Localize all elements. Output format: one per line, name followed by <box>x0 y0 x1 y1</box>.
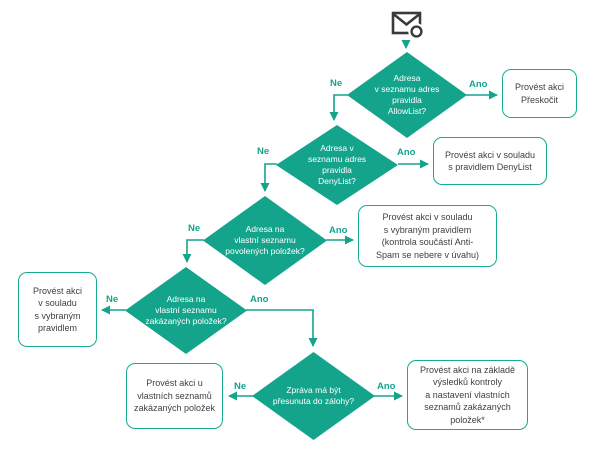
edge-label-custom-allow-no: Ne <box>188 223 201 234</box>
edge-label-custom-allow-yes: Ano <box>329 225 348 236</box>
edge-label-custom-deny-yes: Ano <box>250 294 269 305</box>
message-envelope-icon <box>390 10 428 49</box>
action-skip: Provést akci Přeskočit <box>502 69 577 118</box>
action-scan-result: Provést akci na základě výsledků kontrol… <box>407 360 528 430</box>
edge-label-backup-no: Ne <box>234 381 247 392</box>
edge-label-custom-deny-no: Ne <box>106 294 119 305</box>
connector-allowlist-no <box>329 94 348 121</box>
edge-label-backup-yes: Ano <box>377 381 396 392</box>
edge-label-denylist-yes: Ano <box>397 147 416 158</box>
action-denylist-rule: Provést akci v souladu s pravidlem DenyL… <box>433 137 547 185</box>
edge-label-allowlist-yes: Ano <box>469 79 488 90</box>
connector-custom-deny-yes <box>246 309 318 347</box>
edge-label-denylist-no: Ne <box>257 146 270 157</box>
action-custom-denylist: Provést akci u vlastních seznamů zakázan… <box>126 363 223 429</box>
connector-denylist-no <box>260 163 277 192</box>
edge-label-allowlist-no: Ne <box>330 78 343 89</box>
action-selected-rule-antispam: Provést akci v souladu s vybraným pravid… <box>358 205 497 267</box>
connector-custom-allow-no <box>182 239 204 263</box>
action-selected-rule: Provést akci v souladu s vybraným pravid… <box>18 272 97 347</box>
